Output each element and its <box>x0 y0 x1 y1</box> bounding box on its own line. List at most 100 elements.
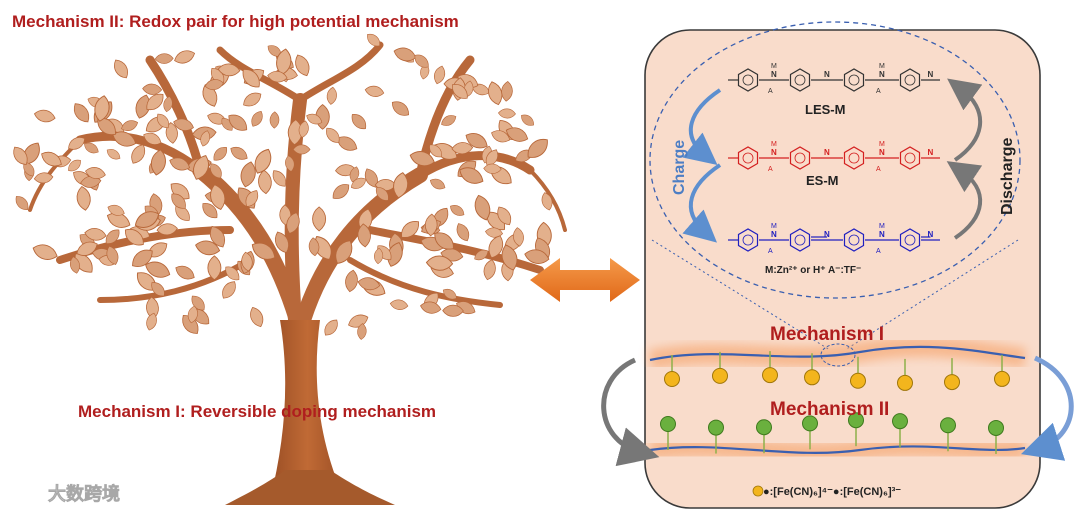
leaf <box>357 277 381 291</box>
leaf <box>298 120 309 138</box>
green-ion <box>892 413 908 430</box>
leaf <box>200 130 211 147</box>
lower-chain <box>649 445 1026 454</box>
leaf <box>84 142 99 154</box>
leaf <box>441 115 457 126</box>
leaf <box>459 167 484 184</box>
gold-ion <box>944 374 960 391</box>
leaf <box>456 223 470 242</box>
nitrogen-atom: N <box>928 148 934 157</box>
leaf <box>142 83 163 95</box>
leaf <box>230 146 248 160</box>
leaf <box>209 225 226 248</box>
gold-ion <box>850 372 866 389</box>
benzene-ring <box>789 146 811 170</box>
tree-trunk <box>270 320 345 500</box>
zoom-ellipse <box>649 21 1021 299</box>
leaf <box>326 86 337 105</box>
benzene-ring <box>789 228 811 252</box>
leaf <box>84 228 107 241</box>
nitrogen-atom: N <box>771 230 777 239</box>
leaf <box>401 221 420 238</box>
leaf <box>76 241 98 256</box>
leaf <box>41 151 62 167</box>
leaf <box>488 81 503 106</box>
leaf <box>425 255 454 271</box>
discharge-arrow-1 <box>947 78 983 162</box>
upper-chain <box>649 345 1026 362</box>
ferrocyanide-ions <box>664 351 1010 391</box>
leaf <box>245 190 259 207</box>
leaf <box>146 312 157 331</box>
ferricyanide-ions <box>660 412 1004 454</box>
green-ion <box>802 415 818 432</box>
leaf <box>210 163 222 179</box>
nitrogen-atom: N <box>824 230 830 239</box>
leaf <box>451 142 474 155</box>
green-ion <box>708 419 724 436</box>
leaf <box>143 132 162 145</box>
leaf <box>357 223 371 248</box>
leaf <box>242 69 260 88</box>
watermark-logo-icon <box>11 483 29 501</box>
leaf <box>193 155 209 180</box>
leaf <box>171 193 186 209</box>
green-ion <box>756 419 772 436</box>
leaf <box>76 185 91 211</box>
green-ion <box>940 417 956 434</box>
cycle-arrow-left <box>601 357 660 467</box>
benzene-ring <box>789 68 811 92</box>
leaf <box>240 161 256 188</box>
gold-ion <box>712 367 728 384</box>
leaf <box>306 113 323 125</box>
ring-aromatic <box>848 234 860 246</box>
nitrogen-atom: N <box>771 148 777 157</box>
leaf <box>276 48 292 76</box>
leaf <box>367 33 381 47</box>
leaf <box>375 187 389 201</box>
leaf <box>254 148 272 174</box>
leaf <box>106 245 119 265</box>
leaf <box>175 265 195 280</box>
leaf <box>207 255 222 281</box>
zoom-line-right <box>844 239 1019 351</box>
charge-label: Charge <box>671 140 688 195</box>
leaf <box>15 196 29 210</box>
leaf <box>241 251 253 272</box>
leaf <box>258 169 272 195</box>
nitrogen-atom: N <box>928 70 934 79</box>
leaf <box>345 269 358 293</box>
atom-label: M <box>771 63 777 70</box>
leaf <box>336 136 358 151</box>
ring-aromatic <box>904 74 916 86</box>
leaf <box>134 211 160 228</box>
leaf <box>312 206 327 232</box>
leaf <box>524 249 550 264</box>
ring-aromatic <box>742 234 754 246</box>
leaf <box>442 304 464 317</box>
benzene-ring <box>843 228 865 252</box>
atom-label: M <box>771 223 777 230</box>
leaf <box>513 227 524 247</box>
leaf <box>13 146 28 165</box>
leaf <box>156 223 178 236</box>
leaf <box>326 127 340 143</box>
charge-arrow-1 <box>682 88 722 166</box>
benzene-ring <box>737 68 759 92</box>
tree-illustration <box>13 33 567 505</box>
leaf <box>163 96 173 113</box>
leaf <box>132 249 153 267</box>
ring-aromatic <box>848 74 860 86</box>
leaf <box>389 299 409 310</box>
double-arrow <box>530 258 640 302</box>
leaf <box>225 266 240 281</box>
leaf <box>483 163 502 174</box>
leaf <box>391 101 410 116</box>
gold-ion <box>804 369 820 386</box>
leaf <box>485 149 499 167</box>
ion-note: M:Zn²⁺ or H⁺ A⁻:TF⁻ <box>765 265 861 276</box>
gold-ion <box>994 370 1010 387</box>
leaf <box>267 71 288 83</box>
